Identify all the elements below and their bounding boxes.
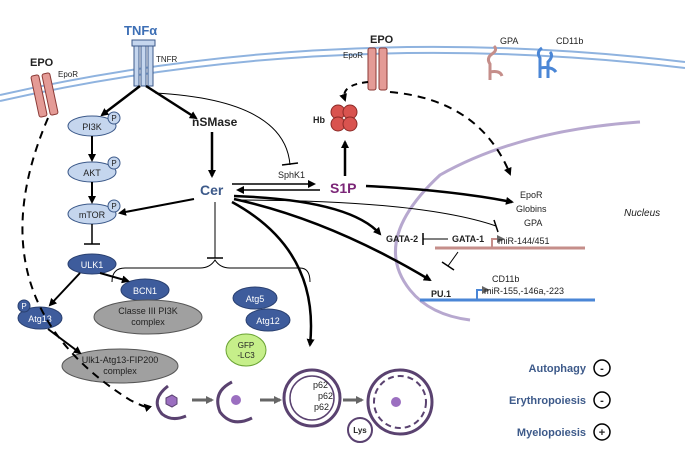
ulk1-node [67,253,117,275]
nucleus-cd11b-label: CD11b [492,274,519,284]
epor-left-label: EpoR [58,70,78,79]
akt-phospho-badge [107,156,121,170]
mtor-p-label: P [111,202,116,211]
atg13-phospho-badge [17,299,31,313]
hb-dashed-arrow [339,81,369,102]
classe3-label-2: complex [131,317,165,327]
epo-dashed-arrow-right [389,91,512,176]
pathway-arrows [47,84,514,355]
epo-dashed-arrow-left [21,117,153,413]
hb-icon [330,104,358,132]
bcn1-label: BCN1 [133,286,157,296]
atg13-node [17,306,63,330]
p62-label-1: p62 [313,380,328,390]
akt-label: AKT [83,168,101,178]
gfp-lc3-label: GFP [238,341,254,350]
legend-erythropoiesis-sign [593,391,611,409]
sphk1-label: SphK1 [278,170,305,180]
legend: Autophagy - Erythropoiesis - Myelopoiesi… [509,359,611,441]
cd11b-label: CD11b [556,36,583,46]
legend-autophagy-symbol: - [600,363,604,375]
pi3k-p-label: P [111,114,116,123]
phagophore-icon [155,384,187,421]
cargo-hexagon-icon [165,394,178,408]
mir155-label: miR-155,-146a,-223 [484,286,564,296]
pi3k-phospho-badge [107,111,121,125]
cargo-dot-icon [231,395,241,405]
epor-right-label: EpoR [343,51,363,60]
classe3-label: Classe III PI3K [118,306,178,316]
nucleus-globins-label: Globins [516,204,547,214]
gfp-lc3-label-2: -LC3 [237,351,255,360]
ulk1-label: ULK1 [81,260,104,270]
hb-label: Hb [313,115,325,125]
cell-membrane [0,45,685,102]
cd11b-icon [536,46,558,78]
legend-autophagy-sign [593,359,611,377]
legend-erythropoiesis-symbol: - [600,395,604,407]
pu1-label: PU.1 [431,289,451,299]
cer-label: Cer [200,182,224,198]
atg12-node [245,308,291,332]
ulk-complex-label: Ulk1-Atg13-FIP200 [82,355,159,365]
ulk-complex-node [61,348,179,384]
nucleus-gpa-label: GPA [524,218,542,228]
mir144-promoter-icon [491,235,505,248]
legend-myelopoiesis-label: Myelopoiesis [517,427,586,439]
epo-left-label: EPO [30,57,54,69]
tnfr-label: TNFR [156,55,178,64]
epor-right-icon [367,47,388,91]
atg12-label: Atg12 [256,316,280,326]
classe3-node [93,299,203,335]
gpa-label: GPA [500,36,518,46]
nucleus-label: Nucleus [624,208,660,219]
legend-myelopoiesis-sign [593,423,611,441]
ulk-complex-label-2: complex [103,366,137,376]
legend-myelopoiesis-symbol: + [599,427,605,439]
lysosome-icon [347,417,373,443]
gfp-lc3-node [225,333,267,367]
p62-label-2: p62 [318,391,333,401]
p62-label-3: p62 [314,402,329,412]
epor-left-icon [30,72,59,118]
gata2-label: GATA-2 [386,234,418,244]
mtor-label: mTOR [79,210,106,220]
pi3k-label: PI3K [82,122,102,132]
tnfa-label: TNFα [124,23,157,38]
autophagosome-icon [282,368,342,428]
atg13-label: Atg13 [28,314,52,324]
mir144-label: miR-144/451 [498,236,550,246]
s1p-label: S1P [330,180,356,196]
nsmase-label: nSMase [192,115,238,129]
mtor-phospho-badge [107,199,121,213]
nucleus-epor-label: EpoR [520,190,543,200]
autolysosome-inner [373,375,427,429]
legend-erythropoiesis-label: Erythropoiesis [509,395,586,407]
autophagosome-forming-icon [216,380,253,424]
atg5-node [232,286,278,310]
gpa-icon [486,44,504,80]
autophagosome-inner [289,375,335,421]
degraded-cargo-icon [391,397,401,407]
tnfr-icon [131,39,156,87]
gata1-label: GATA-1 [452,234,484,244]
akt-p-label: P [111,159,116,168]
legend-autophagy-label: Autophagy [529,363,587,375]
lys-label: Lys [353,426,367,435]
atg13-p-label: P [21,302,26,311]
cd11b-promoter-icon [476,286,490,300]
atg5-label: Atg5 [246,294,265,304]
epo-right-label: EPO [370,34,394,46]
